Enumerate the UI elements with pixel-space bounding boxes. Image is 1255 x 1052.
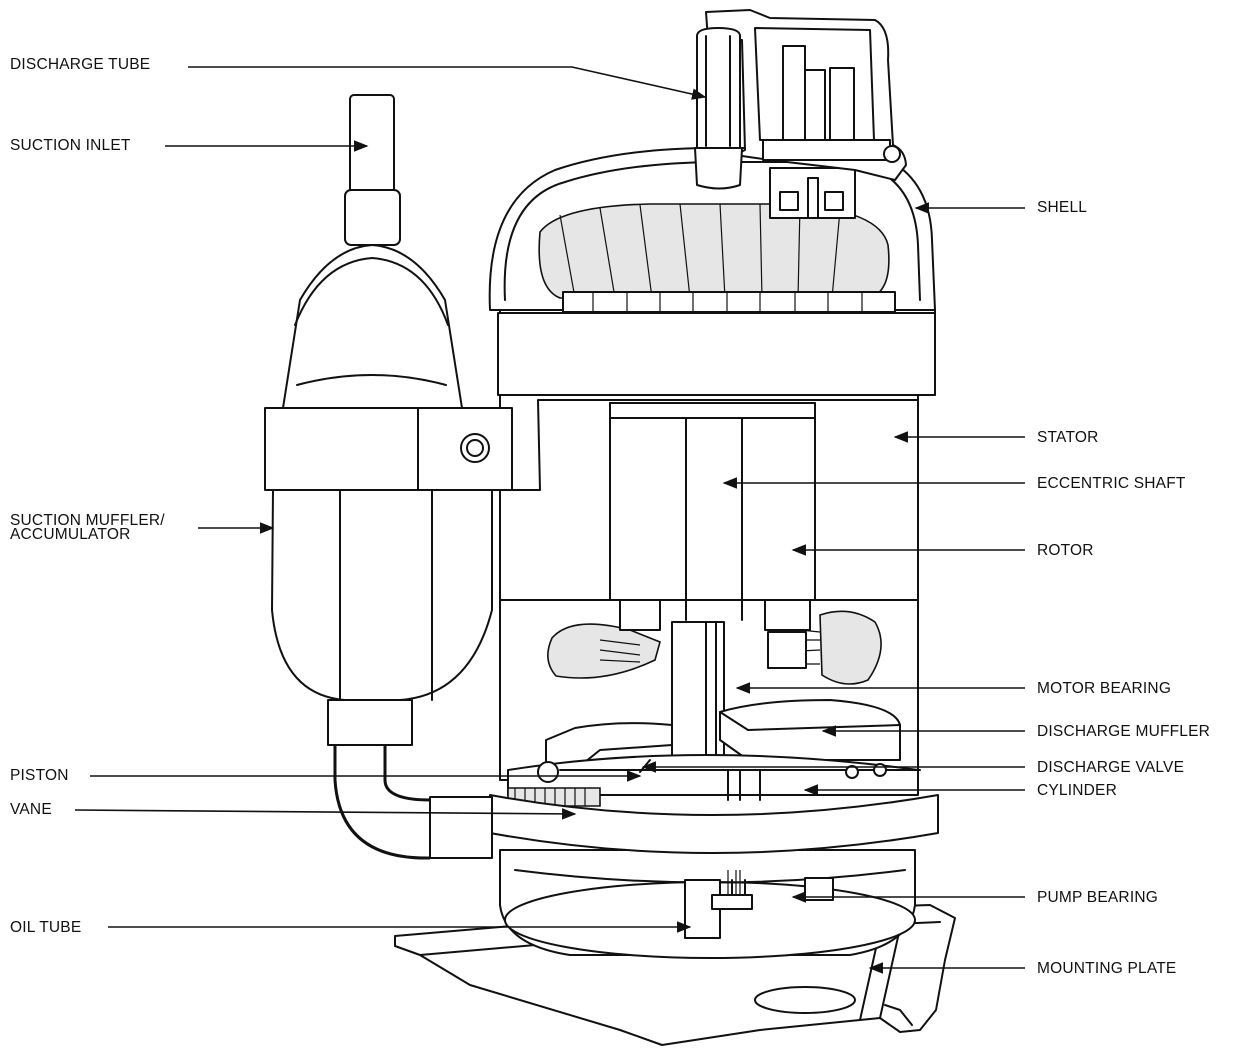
label-stator: STATOR xyxy=(1037,429,1099,446)
label-discharge-valve: DISCHARGE VALVE xyxy=(1037,759,1185,776)
internal-pump-shape xyxy=(507,599,921,807)
leader-lines xyxy=(74,66,1025,974)
lower-shell-shape xyxy=(499,849,916,959)
discharge-tube-shape xyxy=(694,27,743,190)
label-cylinder: CYLINDER xyxy=(1037,782,1117,799)
base-ring-shape xyxy=(489,794,939,854)
label-oil-tube: OIL TUBE xyxy=(10,919,82,936)
label-discharge-tube: DISCHARGE TUBE xyxy=(10,56,151,73)
leader-vane xyxy=(74,808,577,820)
label-vane: VANE xyxy=(10,801,52,818)
label-shell: SHELL xyxy=(1037,199,1088,216)
label-eccentric-shaft: ECCENTRIC SHAFT xyxy=(1037,475,1186,492)
label-piston: PISTON xyxy=(10,767,69,784)
label-pump-bearing: PUMP BEARING xyxy=(1037,889,1158,906)
label-suction-muffler-accumulator: SUCTION MUFFLER/ ACCUMULATOR xyxy=(10,512,165,543)
label-suction-inlet: SUCTION INLET xyxy=(10,137,131,154)
label-motor-bearing: MOTOR BEARING xyxy=(1037,680,1172,697)
accumulator-shape xyxy=(264,94,513,860)
label-discharge-muffler: DISCHARGE MUFFLER xyxy=(1037,723,1211,740)
leader-discharge-tube xyxy=(188,66,707,100)
terminal-cover-shape xyxy=(705,9,907,181)
label-mounting-plate: MOUNTING PLATE xyxy=(1037,960,1177,977)
upper-dome-shape xyxy=(488,147,936,313)
label-rotor: ROTOR xyxy=(1037,542,1094,559)
